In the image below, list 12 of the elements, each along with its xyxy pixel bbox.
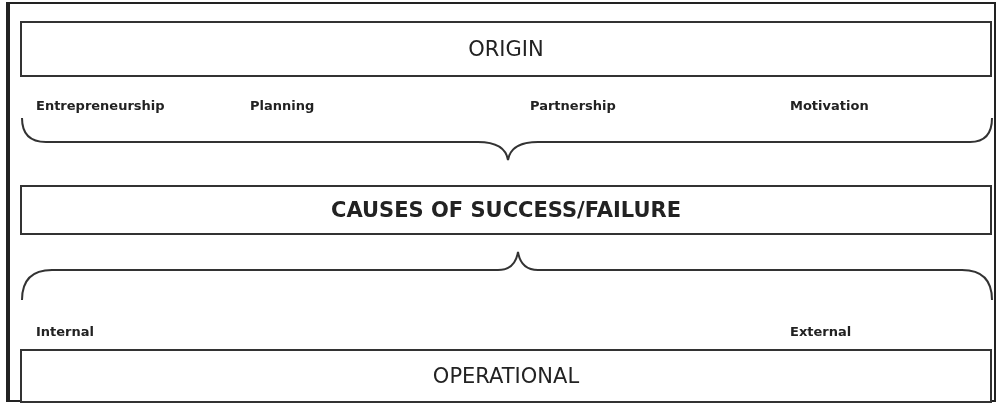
heading-box bbox=[20, 185, 992, 235]
box-title: CAUSES OF SUCCESS/FAILURE bbox=[331, 198, 681, 222]
heading-box bbox=[20, 349, 992, 403]
category-label: Motivation bbox=[790, 98, 869, 113]
category-label: External bbox=[790, 324, 852, 339]
category-label: Entrepreneurship bbox=[36, 98, 165, 113]
category-label: Internal bbox=[36, 324, 95, 339]
category-label: Partnership bbox=[530, 98, 616, 113]
box-title: OPERATIONAL bbox=[432, 364, 580, 388]
heading-box bbox=[20, 21, 992, 77]
box-title: ORIGIN bbox=[468, 37, 544, 61]
category-label: Planning bbox=[250, 98, 315, 113]
